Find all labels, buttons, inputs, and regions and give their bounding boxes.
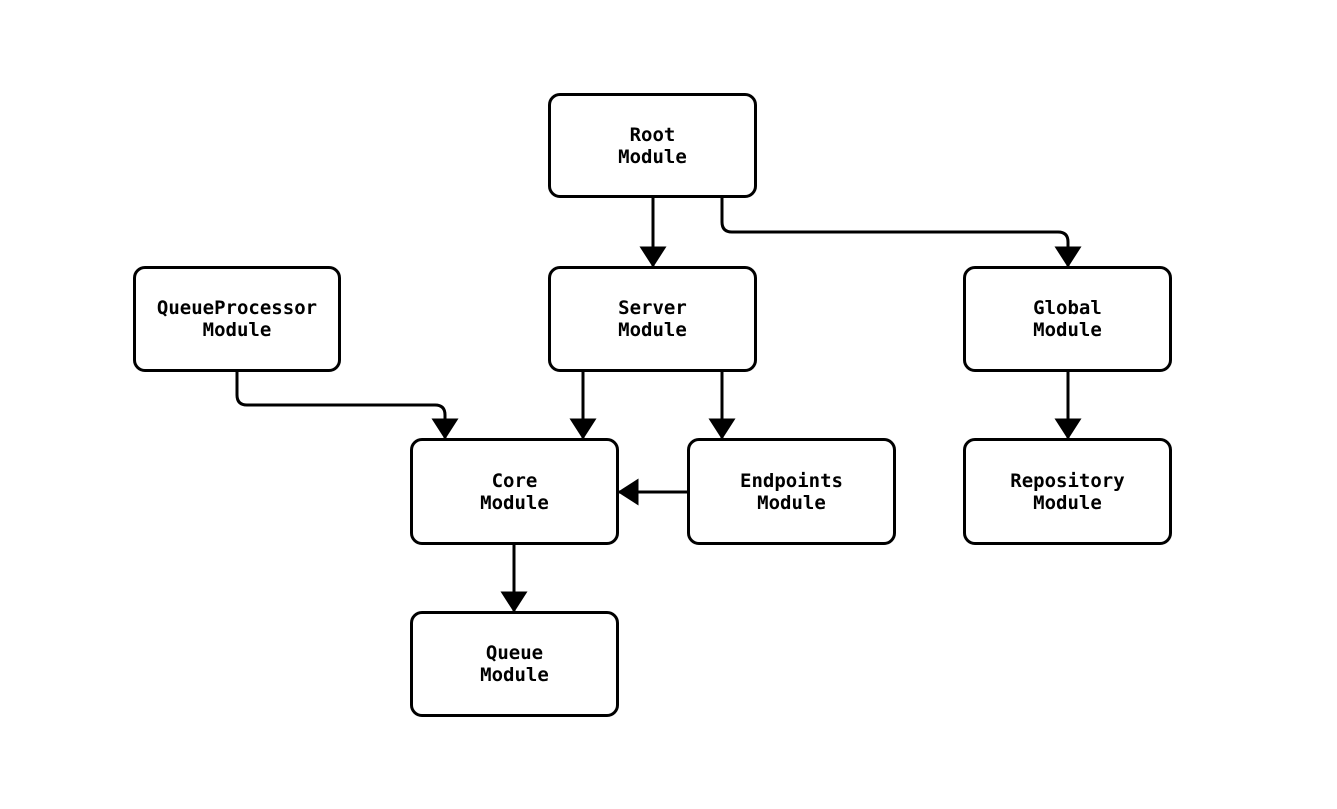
node-label-line: Module <box>757 491 826 514</box>
edge-root-module-to-global-module <box>720 196 1082 268</box>
edges-group <box>235 196 1082 613</box>
node-label-line: Module <box>1033 491 1102 514</box>
node-label-line: Root <box>629 123 676 146</box>
node-label-line: Global <box>1033 297 1102 319</box>
node-label-line: Endpoints <box>740 469 843 492</box>
node-label-line: Module <box>618 145 687 168</box>
node-label-line: Server <box>618 297 687 319</box>
node-label-line: Module <box>202 319 272 341</box>
node-label-line: Module <box>618 319 687 341</box>
node-label-line: QueueProcessor <box>156 297 318 319</box>
node-label-line: Module <box>480 491 549 514</box>
node-label-line: Core <box>491 469 538 492</box>
node-label-line: Queue <box>485 642 544 664</box>
node-label-line: Repository <box>1010 469 1125 492</box>
node-label-line: Module <box>1033 319 1102 341</box>
edge-queueprocessor-module-to-core-module <box>235 370 459 440</box>
node-label-line: Module <box>480 664 549 686</box>
